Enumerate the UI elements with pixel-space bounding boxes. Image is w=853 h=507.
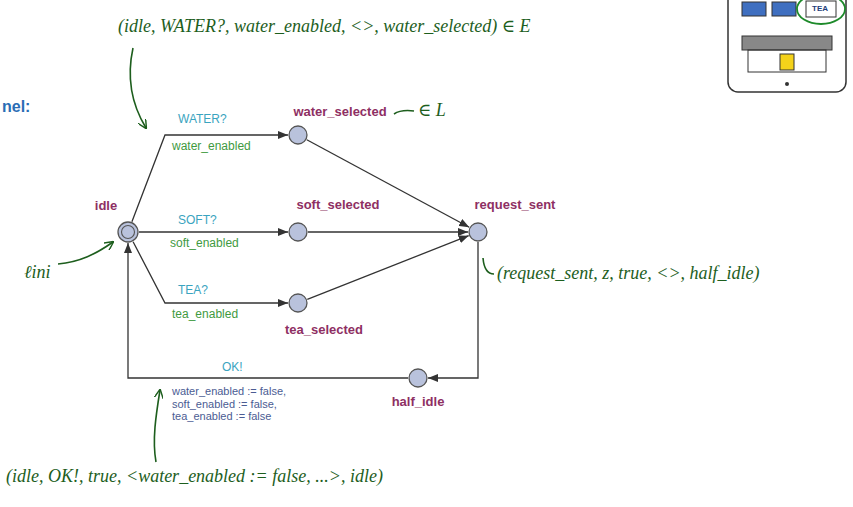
circle-shape [408,368,428,388]
update-label: water_enabled := false, soft_enabled := … [172,385,322,423]
guard-label: soft_enabled [170,237,239,251]
location-name: tea_selected [285,323,363,337]
location-name: water_selected [293,105,386,119]
annotation-text: (idle, WATER?, water_enabled, <>, water_… [118,16,531,37]
location-circle: idle [117,221,139,243]
circle-shape [117,221,139,243]
transition-arrow [132,135,288,222]
location-circle: request_sent [468,222,488,242]
transition-arrow [428,242,478,378]
annotation-text: (idle, OK!, true, <water_enabled := fals… [6,466,383,487]
annotation-text: ℓini [24,262,51,283]
channel-label: OK! [222,361,243,375]
guard-label: tea_enabled [172,308,238,322]
location-circle: half_idle [408,368,428,388]
circle-shape [288,293,308,313]
transition-arrow [128,243,408,378]
button-label: TEA [812,4,828,13]
transition-arrow [139,231,288,232]
leader-line [483,258,494,274]
circle-shape [288,222,308,242]
transition-arrow [307,236,468,300]
location-circle: water_selected [288,125,308,145]
transition-arrow [308,231,468,232]
annotation-text: (request_sent, z, true, <>, half_idle) [497,263,760,284]
transition-arrow [307,140,469,228]
leader-line [58,242,113,264]
channel-label: SOFT? [178,214,217,228]
section-heading: nel: [2,98,30,116]
guard-label: water_enabled [172,140,251,154]
leader-line [394,110,414,114]
channel-label: WATER? [178,113,227,127]
circle-shape [468,222,488,242]
location-circle: tea_selected [288,293,308,313]
annotation-text: ∈ L [418,100,446,121]
vending-machine [728,0,846,92]
location-circle: soft_selected [288,222,308,242]
circle-shape [288,125,308,145]
channel-label: TEA? [178,284,208,298]
leader-line [154,390,160,462]
location-name: idle [95,199,117,213]
location-name: half_idle [392,395,445,409]
location-name: soft_selected [296,198,379,212]
leader-line [130,48,146,128]
location-name: request_sent [475,198,556,212]
transition-arrow [133,242,288,303]
